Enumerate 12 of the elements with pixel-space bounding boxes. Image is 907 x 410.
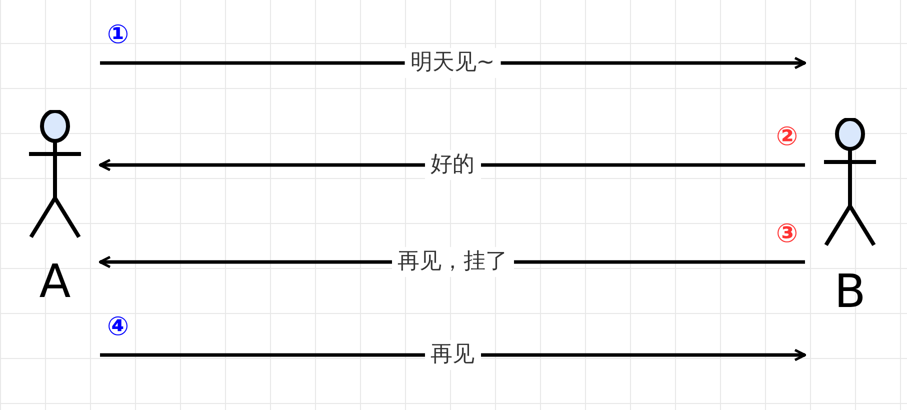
actor-name: A: [38, 255, 72, 307]
step-number: ④: [107, 313, 129, 341]
arrow: [98, 158, 805, 172]
actor-name: B: [833, 265, 867, 317]
arrow: [100, 348, 806, 362]
edge-label: 再见，挂了: [392, 247, 514, 277]
step-number: ③: [776, 220, 798, 248]
edge-label: 再见: [424, 340, 480, 370]
step-number: ②: [776, 123, 798, 151]
step-number: ①: [107, 21, 129, 49]
edge-label: 好的: [424, 150, 480, 180]
edge-label: 明天见~: [404, 48, 501, 78]
